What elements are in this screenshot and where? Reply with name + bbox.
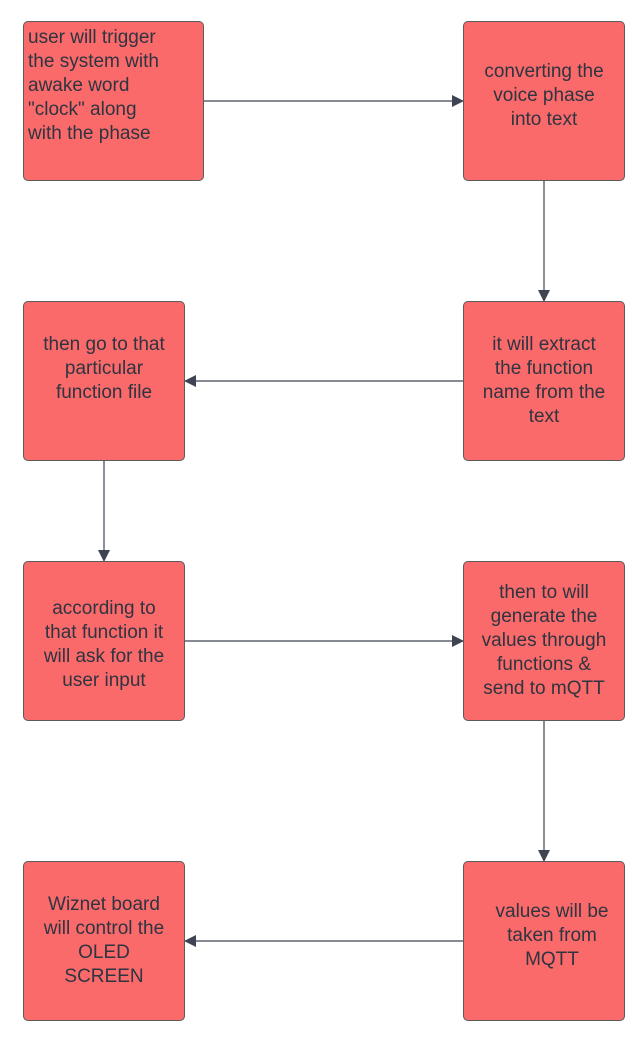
node-text: MQTT	[525, 949, 579, 970]
node-text: will ask for the	[43, 646, 165, 667]
node-go-to-function-file: then go to that particular function file	[23, 301, 185, 461]
node-text: the function	[494, 358, 594, 379]
node-text: that function it	[44, 622, 164, 643]
node-extract-function-name: it will extract the function name from t…	[463, 301, 625, 461]
node-text: then to will	[499, 582, 589, 603]
node-text: awake word	[28, 75, 130, 96]
node-text: it will extract	[492, 334, 596, 355]
node-text: with the phase	[28, 123, 151, 144]
node-wiznet-oled-control: Wiznet board will control the OLED SCREE…	[23, 861, 185, 1021]
node-generate-values-send-mqtt: then to will generate the values through…	[463, 561, 625, 721]
node-text: taken from	[507, 925, 597, 946]
node-text: values through	[481, 630, 607, 651]
node-text: "clock" along	[28, 99, 137, 120]
node-text: values will be	[495, 901, 609, 922]
node-text: text	[528, 406, 560, 427]
node-text: function file	[55, 382, 153, 403]
node-text: voice phase	[493, 85, 595, 106]
node-text: into text	[510, 109, 578, 130]
node-text: user input	[62, 670, 146, 691]
node-text: user will trigger	[28, 27, 156, 48]
node-text: converting the	[484, 61, 604, 82]
node-text: functions &	[497, 654, 591, 675]
node-text: will control the	[43, 918, 165, 939]
node-ask-user-input: according to that function it will ask f…	[23, 561, 185, 721]
node-text: the system with	[28, 51, 159, 72]
node-trigger-awake-word: user will trigger the system with awake …	[23, 21, 204, 181]
node-text: OLED	[78, 942, 130, 963]
node-text: then go to that	[43, 334, 165, 355]
node-text: generate the	[490, 606, 598, 627]
node-text: name from the	[482, 382, 606, 403]
node-text: SCREEN	[64, 966, 144, 987]
node-values-from-mqtt: values will be taken from MQTT	[463, 861, 625, 1021]
node-text: according to	[52, 598, 156, 619]
node-text: Wiznet board	[48, 894, 160, 915]
node-text: particular	[64, 358, 144, 379]
node-text: send to mQTT	[483, 678, 605, 699]
node-voice-to-text: converting the voice phase into text	[463, 21, 625, 181]
